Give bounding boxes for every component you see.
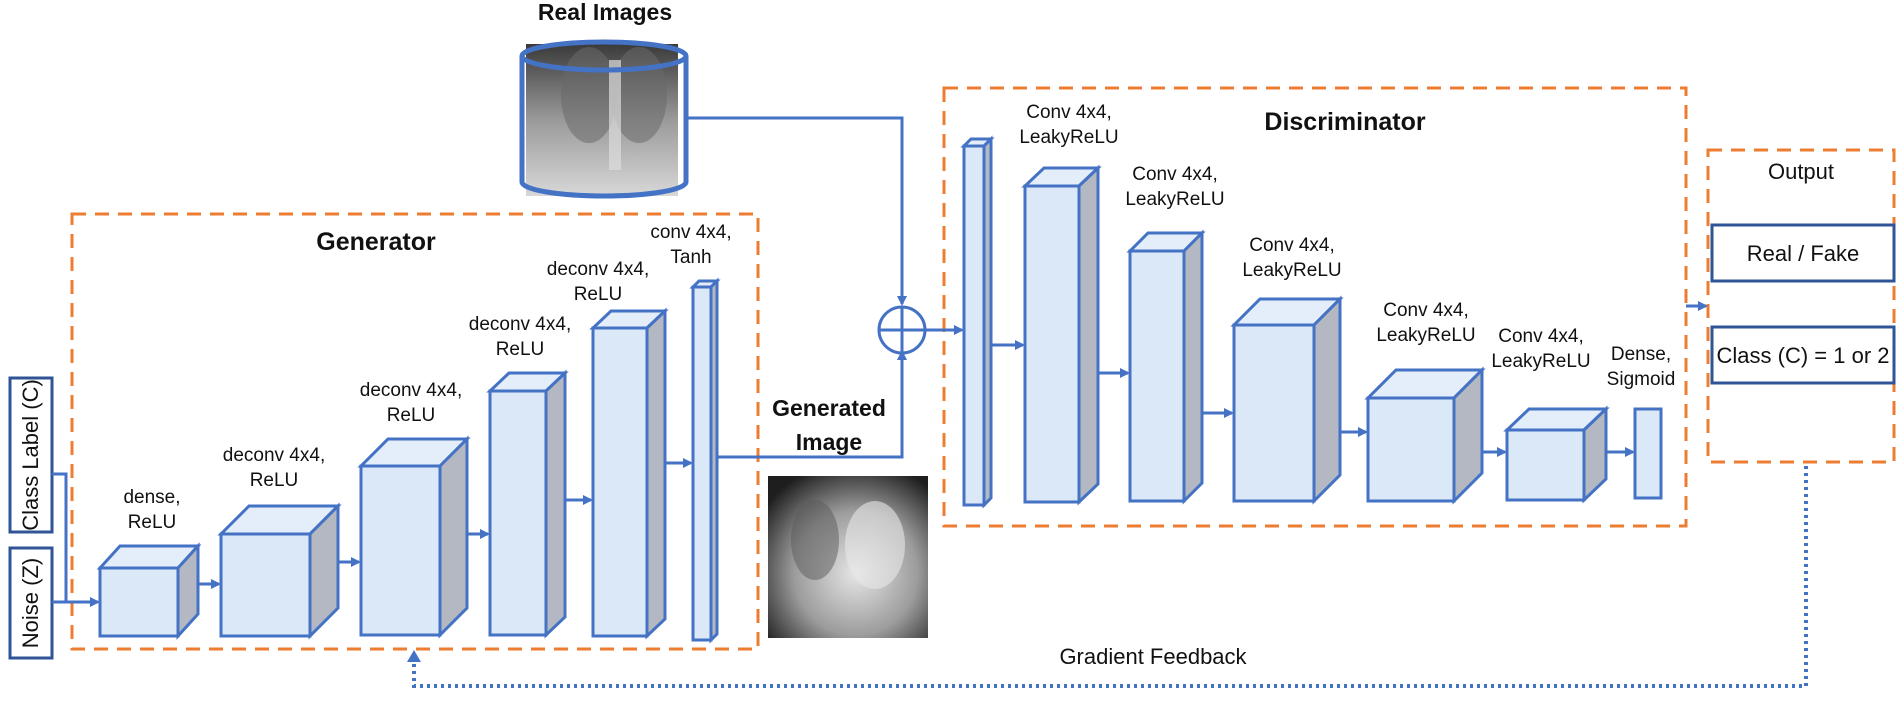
gen-label-5b: ReLU — [574, 284, 623, 305]
gen-label-6b: Tanh — [670, 247, 711, 268]
output-class-box: Class (C) = 1 or 2 — [1710, 325, 1896, 385]
disc-label-4b: LeakyReLU — [1376, 325, 1475, 346]
disc-label-5b: LeakyReLU — [1491, 351, 1590, 372]
gen-block-deconv-1 — [217, 502, 342, 640]
disc-label-2a: Conv 4x4, — [1132, 164, 1218, 185]
class-label-input: Class Label (C) — [8, 376, 54, 534]
gen-label-1a: dense, — [123, 487, 180, 508]
disc-label-1b: LeakyReLU — [1019, 127, 1118, 148]
generated-image-connector — [717, 350, 907, 459]
gen-label-1b: ReLU — [128, 512, 177, 533]
disc-block-conv-4 — [1364, 366, 1486, 505]
generated-image-title-2: Image — [796, 429, 862, 455]
discriminator-title: Discriminator — [1264, 108, 1425, 136]
disc-block-conv-2 — [1126, 229, 1206, 505]
gen-block-dense — [96, 542, 202, 640]
gen-label-2b: ReLU — [250, 470, 299, 491]
gen-label-6a: conv 4x4, — [650, 222, 731, 243]
disc-label-3b: LeakyReLU — [1242, 260, 1341, 281]
real-images-title: Real Images — [538, 0, 672, 25]
noise-input: Noise (Z) — [8, 546, 54, 660]
noise-text: Noise (Z) — [18, 558, 43, 648]
gen-block-conv-tanh — [689, 277, 721, 644]
generator-container — [70, 212, 760, 651]
gen-block-deconv-2 — [357, 435, 471, 639]
output-class-text: Class (C) = 1 or 2 — [1717, 343, 1890, 368]
disc-block-input — [960, 135, 995, 509]
disc-label-6a: Dense, — [1611, 344, 1671, 365]
class-label-connector — [52, 472, 68, 602]
gen-block-deconv-4 — [589, 307, 669, 640]
output-container — [1706, 148, 1896, 464]
real-images-connector — [686, 116, 907, 306]
gradient-feedback-label: Gradient Feedback — [1059, 644, 1247, 669]
disc-block-conv-1 — [1021, 164, 1102, 506]
generator-title: Generator — [316, 228, 436, 256]
class-label-text: Class Label (C) — [18, 379, 43, 531]
gen-block-deconv-3 — [486, 369, 569, 639]
gen-label-3b: ReLU — [387, 405, 436, 426]
disc-label-1a: Conv 4x4, — [1026, 102, 1112, 123]
gen-label-4a: deconv 4x4, — [469, 314, 571, 335]
disc-block-dense — [1633, 407, 1663, 500]
combiner-symbol — [877, 305, 927, 355]
disc-block-conv-3 — [1230, 295, 1344, 505]
gen-label-3a: deconv 4x4, — [360, 380, 462, 401]
gen-label-2a: deconv 4x4, — [223, 445, 325, 466]
disc-label-2b: LeakyReLU — [1125, 189, 1224, 210]
disc-block-conv-5 — [1503, 405, 1610, 504]
discriminator-container — [942, 86, 1688, 528]
output-title: Output — [1768, 159, 1834, 184]
output-real-fake-text: Real / Fake — [1747, 241, 1860, 266]
output-real-fake-box: Real / Fake — [1710, 223, 1896, 283]
gradient-feedback-line — [412, 466, 1808, 688]
real-images-cylinder — [519, 39, 689, 199]
disc-label-3a: Conv 4x4, — [1249, 235, 1335, 256]
generated-image-title-1: Generated — [772, 395, 886, 421]
disc-label-5a: Conv 4x4, — [1498, 326, 1584, 347]
gradient-feedback-arrowhead — [407, 650, 421, 662]
disc-label-6b: Sigmoid — [1607, 369, 1676, 390]
generated-xray-image — [768, 476, 928, 638]
gen-label-5a: deconv 4x4, — [547, 259, 649, 280]
disc-label-4a: Conv 4x4, — [1383, 300, 1469, 321]
gen-label-4b: ReLU — [496, 339, 545, 360]
